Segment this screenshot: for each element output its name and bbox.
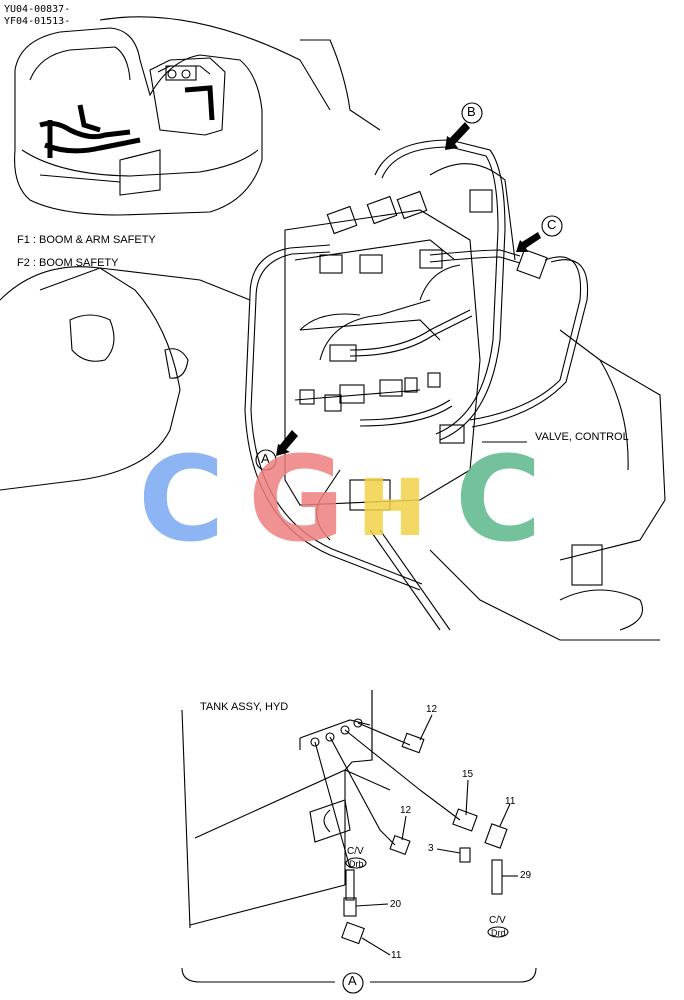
overview-highlight-hoses <box>39 85 215 158</box>
hydraulic-hoses <box>244 139 589 631</box>
document-code-1: YU04-00837- <box>4 4 71 15</box>
callout-c-label: C <box>547 217 557 232</box>
fitting-12-mid <box>389 834 411 856</box>
callout-a-arrow <box>276 430 298 456</box>
tank-detail-drawing <box>181 690 537 983</box>
machine-overview-drawing <box>14 16 331 216</box>
fitting-12-top <box>401 732 425 754</box>
callout-b-circle <box>461 102 483 124</box>
drd-label: Drd <box>491 928 506 938</box>
callout-b-arrow <box>445 122 470 150</box>
detail-a-label: A <box>348 973 357 988</box>
fitting-15 <box>452 808 478 832</box>
part-number-11-bottom: 11 <box>391 950 402 961</box>
part-number-29: 29 <box>520 870 532 881</box>
callout-a-label: A <box>261 451 270 466</box>
watermark-letter-c1: C <box>138 430 225 568</box>
callout-c-circle <box>541 215 563 237</box>
detail-bracket <box>181 967 537 983</box>
cv-drd-badge <box>487 926 509 938</box>
callout-b-label: B <box>467 104 476 119</box>
part-number-12-top: 12 <box>426 704 438 715</box>
control-valve-drawing <box>284 189 548 511</box>
cv-label-1: C/V <box>347 846 364 857</box>
watermark-letter-y: ʜ <box>356 438 428 560</box>
document-code-2: YF04-01513- <box>4 16 71 27</box>
part-number-11-right: 11 <box>505 796 516 807</box>
fitting-3 <box>459 847 471 863</box>
fitting-20 <box>343 897 357 917</box>
fitting-11-right <box>484 823 508 849</box>
callout-arrows <box>276 122 541 456</box>
callout-a-circle <box>255 449 277 471</box>
part-number-20: 20 <box>390 899 402 910</box>
legend-f2: F2 : BOOM SAFETY <box>17 257 119 269</box>
drb-label: Drb <box>349 859 364 869</box>
callout-c-arrow <box>516 232 541 252</box>
legend-f1: F1 : BOOM & ARM SAFETY <box>17 234 156 246</box>
detail-a-circle <box>342 972 364 994</box>
part-number-12-mid: 12 <box>400 805 412 816</box>
valve-control-label: VALVE, CONTROL <box>535 431 629 443</box>
watermark-letter-c2: C <box>455 430 542 568</box>
fitting-29 <box>491 859 503 895</box>
fitting-20-hose <box>345 869 355 901</box>
part-number-15: 15 <box>462 769 474 780</box>
tank-assy-label: TANK ASSY, HYD <box>200 701 289 713</box>
cv-label-2: C/V <box>489 915 506 926</box>
part-number-3: 3 <box>428 843 434 854</box>
watermark-letter-g: G <box>248 430 345 568</box>
cv-drb-badge <box>345 857 367 869</box>
fitting-11-bottom <box>341 921 365 945</box>
